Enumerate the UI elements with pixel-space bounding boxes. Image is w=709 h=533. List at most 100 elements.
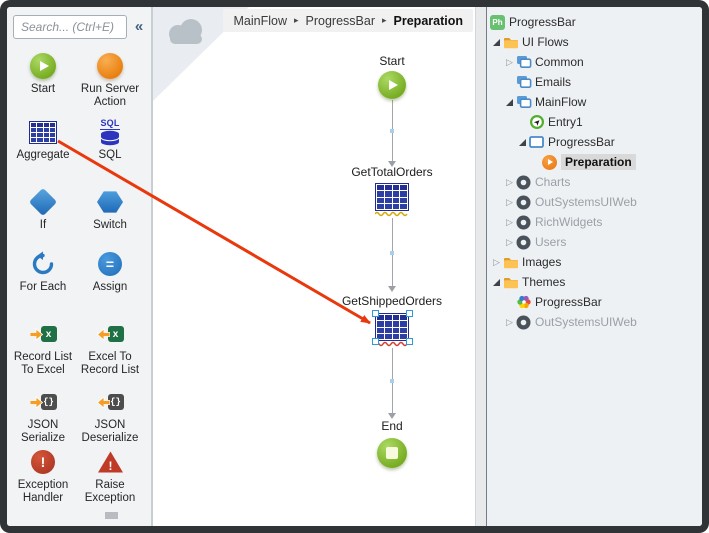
screen-icon [529,136,548,148]
flow-connector [388,218,397,292]
tree-item-themes[interactable]: Themes [487,272,702,292]
entry-icon: ➤ [529,114,548,130]
tree-item-mainflow[interactable]: MainFlow [487,92,702,112]
tree-item-label: OutSystemsUIWeb [535,195,637,209]
expand-arrow-icon[interactable] [493,38,500,46]
json-deserialize-icon: {} [96,388,124,416]
ref-module-icon [516,315,535,330]
search-input[interactable] [13,15,127,39]
connector-arrowhead-icon [388,413,397,419]
tool-aggregate[interactable]: Aggregate [10,118,76,162]
tree-item-label: UI Flows [522,35,569,49]
expand-arrow-icon[interactable] [519,138,526,146]
assign-icon: = [98,250,122,278]
start-icon [30,52,56,80]
collapse-arrow-icon[interactable]: ▷ [506,196,513,207]
tool-start[interactable]: Start [10,52,76,96]
tool-if[interactable]: If [10,187,76,232]
tree-item-emails[interactable]: Emails [487,72,702,92]
aggregate-node-icon [375,183,409,217]
uiflow-icon [516,75,535,89]
tree-item-progressbar[interactable]: ProgressBar [487,292,702,312]
collapse-arrow-icon[interactable]: ▷ [506,176,513,187]
tree-item-label: Users [535,235,567,249]
module-icon: Ph [490,14,509,30]
collapse-arrow-icon[interactable]: ▷ [506,56,513,67]
tree-item-entry1[interactable]: ➤Entry1 [487,112,702,132]
svg-text:➤: ➤ [532,117,543,128]
selection-handle[interactable] [371,309,379,317]
breadcrumb-item-preparation[interactable]: Preparation [393,13,463,28]
for-each-icon [30,250,56,278]
tool-sql[interactable]: SQL SQL [77,118,143,162]
flow-node-gettotalorders[interactable] [375,183,409,217]
tree-item-images[interactable]: ▷ Images [487,252,702,272]
tree-item-richwidgets[interactable]: ▷ RichWidgets [487,212,702,232]
tree-item-label: Charts [535,175,571,189]
end-node-icon [377,438,407,468]
flow-node-label-start: Start [379,54,405,68]
start-node-icon [378,71,406,99]
connector-arrowhead-icon [388,286,397,292]
selection-handle[interactable] [371,337,379,345]
cloud-icon [169,19,202,44]
breadcrumb-item-progressbar[interactable]: ProgressBar [305,13,375,28]
flow-node-getshippedorders[interactable] [375,313,409,347]
tool-json-deserialize[interactable]: {} JSON Deserialize [77,388,143,445]
exception-handler-icon: ! [31,448,55,476]
expand-arrow-icon[interactable] [493,278,500,286]
tree-item-label: RichWidgets [535,215,603,229]
collapse-toolbox-button[interactable]: « [130,17,148,37]
tree-item-preparation[interactable]: Preparation [487,152,702,172]
tree-item-outsystemsuiweb[interactable]: ▷ OutSystemsUIWeb [487,312,702,332]
tool-label: SQL [98,149,122,161]
collapse-arrow-icon[interactable]: ▷ [506,236,513,247]
tree-item-label: Themes [522,275,566,289]
tree-item-charts[interactable]: ▷ Charts [487,172,702,192]
tool-json-serialize[interactable]: {} JSON Serialize [10,388,76,445]
tool-label: Run Server Action [80,83,140,109]
canvas-scrollbar[interactable] [475,7,487,526]
tree-item-outsystemsuiweb[interactable]: ▷ OutSystemsUIWeb [487,192,702,212]
uiflow-icon [516,95,535,109]
collapse-arrow-icon[interactable]: ▷ [493,256,500,267]
expand-arrow-icon[interactable] [506,98,513,106]
collapse-arrow-icon[interactable]: ▷ [506,216,513,227]
tool-label: JSON Deserialize [81,419,139,445]
tree-item-progressbar[interactable]: ProgressBar [487,132,702,152]
connector-arrowhead-icon [388,161,397,167]
tool-label: Record List To Excel [13,351,73,377]
excel-to-record-list-icon: x [96,320,124,348]
tool-record-list-to-excel[interactable]: x Record List To Excel [10,320,76,377]
breadcrumb-item-mainflow[interactable]: MainFlow [233,13,287,28]
tool-exception-handler[interactable]: ! Exception Handler [10,448,76,505]
tree-item-users[interactable]: ▷ Users [487,232,702,252]
selection-handle[interactable] [405,309,413,317]
tree-item-label: Images [522,255,562,269]
flow-node-end[interactable] [377,438,407,468]
tree-item-common[interactable]: ▷ Common [487,52,702,72]
tool-assign[interactable]: = Assign [77,250,143,294]
svg-text:!: ! [108,459,112,473]
tool-label: JSON Serialize [20,419,66,445]
tool-raise-exception[interactable]: ! Raise Exception [77,448,143,505]
tree-item-label: Common [535,55,584,69]
tool-for-each[interactable]: For Each [10,250,76,294]
tool-switch[interactable]: Switch [77,188,143,232]
selection-handle[interactable] [405,337,413,345]
flow-canvas[interactable]: MainFlow▸ProgressBar▸Preparation Start G… [153,7,475,526]
collapse-arrow-icon[interactable]: ▷ [506,316,513,327]
tool-excel-to-record-list[interactable]: x Excel To Record List [77,320,143,377]
breadcrumb: MainFlow▸ProgressBar▸Preparation [223,9,473,32]
tree-item-ui-flows[interactable]: UI Flows [487,32,702,52]
sql-icon: SQL [98,118,122,146]
tool-run-server-action[interactable]: Run Server Action [77,52,143,109]
uiflow-icon [516,55,535,69]
connector-midpoint-dot [390,129,394,133]
flow-node-start[interactable] [378,71,406,99]
flow-connector [388,100,397,167]
